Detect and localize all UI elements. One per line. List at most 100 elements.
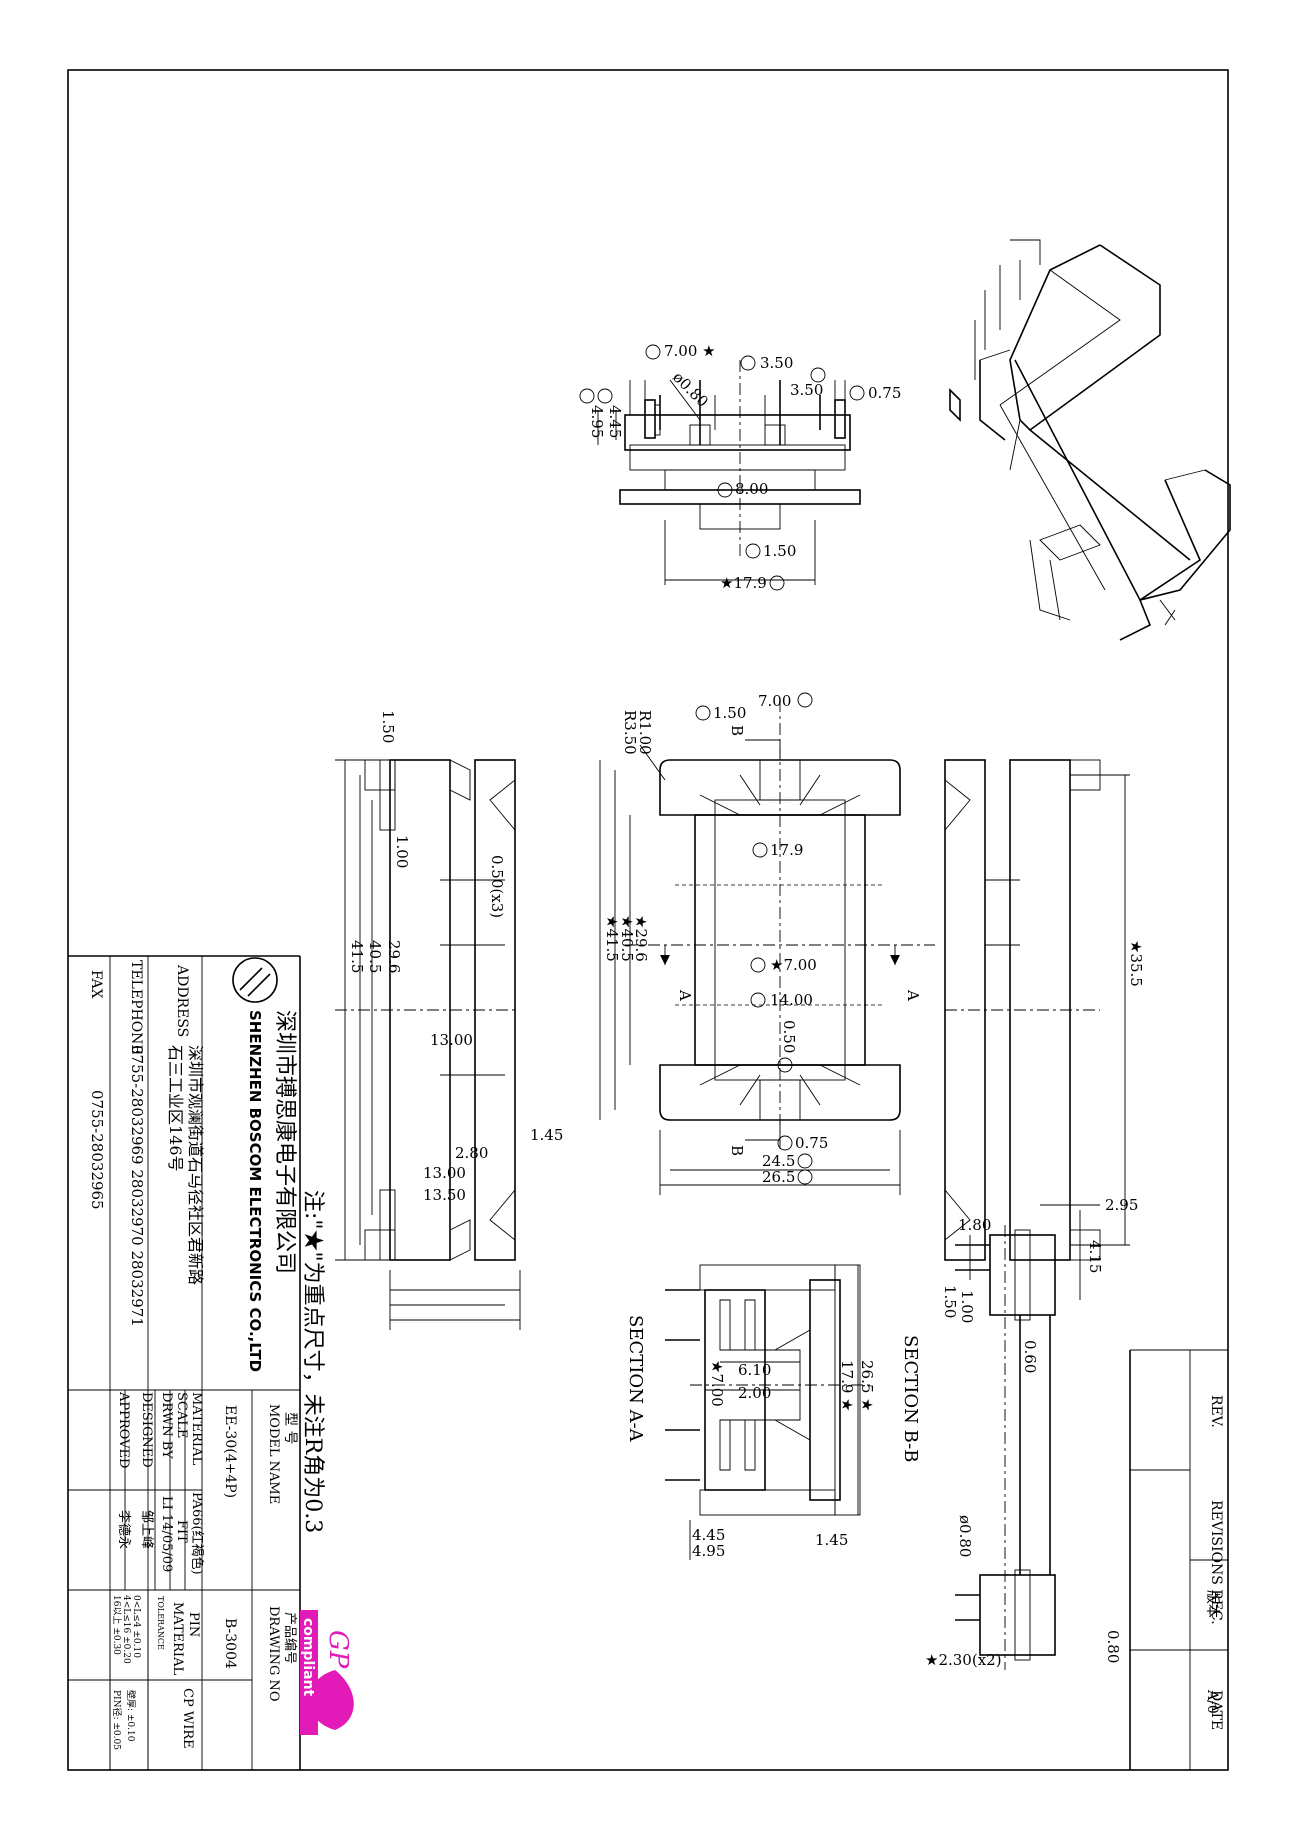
dim-aa-s6: 4.45 [692,1526,725,1544]
model-label: MODEL NAME [266,1404,281,1504]
balloon-q-icon [750,957,766,973]
balloon-r-icon [750,992,766,1008]
balloon-k-icon [695,705,711,721]
dim-center-x: ★40.5 [618,915,636,962]
pin-label: PIN [186,1612,201,1637]
balloon-s-icon [777,1057,793,1073]
telephone-value: 0755-28032969 28032970 28032971 [128,1045,146,1327]
dim-bb-b1: 1.80 [958,1216,991,1234]
drawing-note: 注:"★"为重点尺寸，未注R角为0.3 [300,1190,325,1533]
pin-material-label: MATERIAL [170,1602,185,1675]
drawing-no: B-3004 [222,1618,238,1669]
version-value: A/0 [1204,1689,1220,1714]
gp-compliant-badge: compliant GP [300,1610,354,1735]
dim-front-c: 8.00 [735,480,768,498]
dim-front-phi: ø0.80 [669,368,712,411]
dim-aa-s5: 26.5 ★ [858,1360,876,1412]
dim-left-v2: 1.00 [393,835,411,868]
revisions-rec-label: REVISIONS REC. [1208,1500,1224,1625]
dim-center-r: 14.00 [770,991,813,1009]
section-bb-title: SECTION B-B [900,1335,921,1462]
right-side-view: ★35.5 [944,759,1145,1261]
dim-bb-b8: ★2.30(x2) [925,1651,1002,1669]
dim-center-q: ★7.00 [770,956,817,974]
pin-tolerance: PIN径: ±0.05 [111,1690,123,1750]
front-view: ★17.9 1.50 8.00 7.00 ★ 3.50 3.50 0.75 ø0… [579,342,901,592]
label-section-a-right: A [904,989,922,1001]
balloon-i-icon [579,388,595,404]
dim-center-uu: 26.5 [762,1168,795,1186]
dim-center-r350: R3.50 [621,710,639,755]
dim-center-s: 0.50 [780,1020,798,1053]
label-section-a-left: A [676,989,694,1001]
tolerance-label: TOLERANCE [156,1596,165,1650]
dim-center-t: 24.5 [762,1152,795,1170]
drawing-label: DRAWING NO [266,1606,281,1702]
designed-label: DESIGNED [139,1392,154,1468]
title-block: 深圳市搏思康电子有限公司 SHENZHEN BOSCOM ELECTRONICS… [68,955,301,1770]
dim-left-v6: 41.5 [348,940,366,973]
address-line2: 石三工业区146号 [166,1045,185,1172]
dim-center-p: 17.9 [770,841,803,859]
balloon-c-icon [717,482,733,498]
model-value: EE-30(4+4P) [222,1405,238,1498]
date-label: DATE [1208,1690,1224,1730]
material-value: PA66(红褐色) [189,1492,205,1575]
approved-label: APPROVED [116,1391,131,1468]
dim-left-v1: 1.50 [379,710,397,743]
section-bb: 1.80 2.95 4.15 1.50 1.00 0.60 ø0.80 ★2.3… [900,1196,1138,1670]
balloon-g-icon [645,344,661,360]
dim-left-v10: 13.00 [423,1164,466,1182]
dim-bb-b6: 0.60 [1021,1340,1039,1373]
label-section-b-bottom: B [728,1145,746,1156]
dim-bb-b2: 2.95 [1105,1196,1138,1214]
dim-center-j: 7.00 [758,692,791,710]
dim-front-d: 3.50 [760,354,793,372]
scale-value: FIT [174,1520,189,1543]
balloon-h-icon [597,388,613,404]
dim-left-v7: 13.00 [430,1031,473,1049]
revisions-table: REV. REVISIONS REC. DATE 版本 A/0 [1129,1349,1228,1770]
wall-tolerance: 壁厚: ±0.10 [125,1690,137,1742]
dim-aa-s3: ★7.00 [708,1360,726,1407]
dim-front-i: 4.95 [588,405,606,438]
approved-value: 李德永 [116,1510,131,1549]
fax-value: 0755-28032965 [88,1090,106,1210]
dim-bb-b5: 1.00 [958,1290,976,1323]
dim-bb-b7: ø0.80 [956,1515,974,1557]
designed-value: 邹上峰 [139,1510,155,1549]
balloon-j-icon [797,692,813,708]
left-side-view: 1.50 1.00 0.50(x3) 29.6 40.5 41.5 13.00 … [335,710,563,1330]
section-aa: 6.10 2.00 ★7.00 17.9 ★ 26.5 ★ 4.45 4.95 … [625,1264,876,1560]
dim-center-w: ★29.6 [632,915,650,962]
rev-label: REV. [1208,1395,1224,1428]
badge-text: compliant [300,1618,316,1697]
balloon-a-icon [769,575,785,591]
dim-center-y: ★41.5 [603,915,621,962]
section-aa-title: SECTION A-A [625,1315,646,1443]
fax-label: FAX [88,970,104,999]
sheet-border [67,69,1229,1771]
dim-aa-s2: 2.00 [738,1384,771,1402]
dim-front-g: 7.00 ★ [664,342,716,360]
dim-front-e: 3.50 [790,381,823,399]
address-line1: 深圳市观澜街道石马径社区君新路 [186,1045,205,1285]
balloon-uu-icon [797,1169,813,1185]
address-label: ADDRESS [174,964,190,1037]
company-name-cn: 深圳市搏思康电子有限公司 [272,1010,297,1274]
scale-label: SCALE [174,1392,189,1438]
balloon-f-icon [849,385,865,401]
dim-left-v8: 1.45 [530,1126,563,1144]
balloon-u-icon [777,1135,793,1151]
version-label: 版本 [1204,1590,1220,1618]
dim-aa-s4: 17.9 ★ [838,1360,856,1412]
tolerance-range-1: 0<L≤4 ±0.10 [131,1595,141,1658]
dim-front-a: ★17.9 [720,574,767,592]
company-logo-icon [232,957,278,1003]
gp-logo-icon: GP [323,1630,353,1669]
dim-bb-b4: 1.50 [941,1285,959,1318]
label-section-b-top: B [728,725,746,736]
drawn-label: DRWN BY [159,1392,174,1459]
